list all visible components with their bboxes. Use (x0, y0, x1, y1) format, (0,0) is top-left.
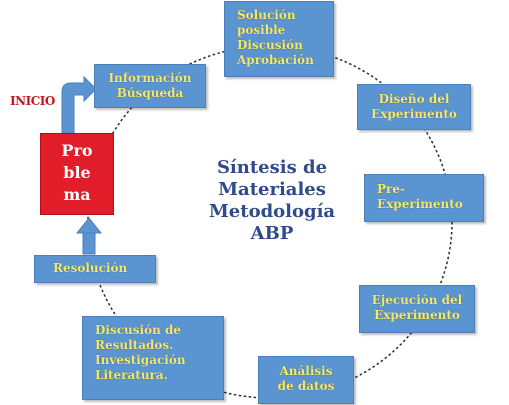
step-discusion-resultados: Discusión de Resultados. Investigación L… (82, 316, 224, 400)
center-title-line-3: Metodología (208, 201, 336, 222)
step-analisis-datos: Análisis de datos (258, 356, 354, 404)
step-resolucion: Resolución (34, 255, 156, 283)
arrow-bent-to-information (61, 75, 97, 134)
center-title-line-1: Síntesis de (216, 157, 328, 178)
step-informacion-busqueda: Información Búsqueda (94, 64, 206, 108)
center-title-line-2: Materiales (218, 179, 326, 200)
step-diseno-experimento: Diseño del Experimento (357, 84, 471, 130)
center-title: Síntesis de Materiales Metodología ABP (186, 157, 358, 245)
center-title-line-4: ABP (250, 223, 294, 244)
start-label: INICIO (10, 94, 55, 108)
problem-box: Pro ble ma (40, 133, 114, 215)
step-pre-experimento: Pre- Experimento (364, 174, 484, 222)
step-solucion-posible: Solución posible Discusión Aprobación (224, 1, 334, 77)
arrow-up-to-problem (75, 217, 103, 255)
step-ejecucion-experimento: Ejecución del Experimento (359, 285, 475, 333)
